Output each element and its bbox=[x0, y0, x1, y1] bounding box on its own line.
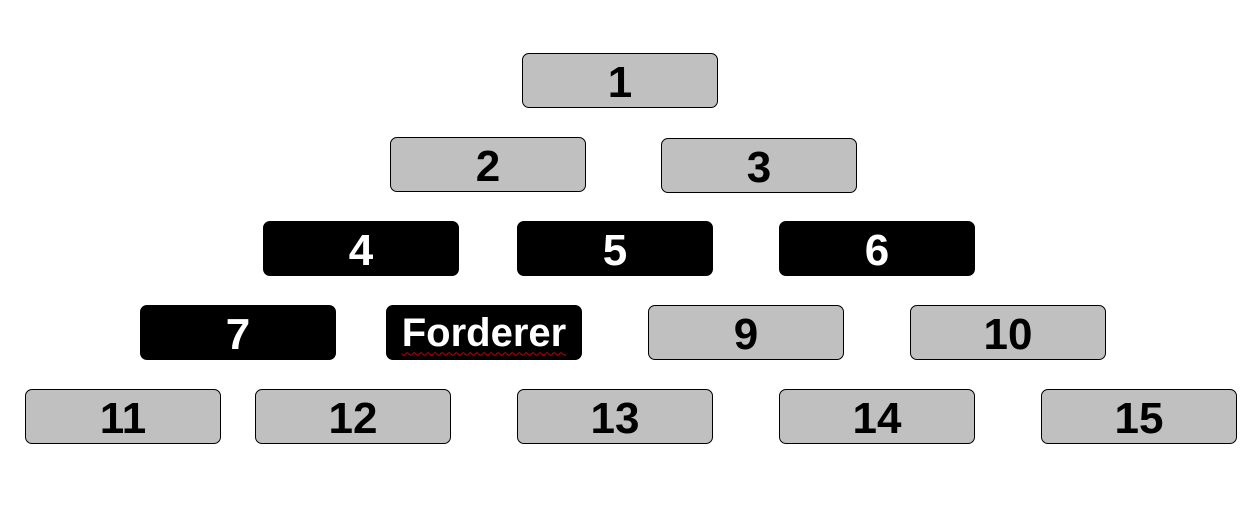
box-13: 13 bbox=[517, 389, 713, 444]
box-3-label: 3 bbox=[746, 142, 772, 192]
box-7: 7 bbox=[140, 305, 336, 360]
box-6: 6 bbox=[779, 221, 975, 276]
box-1-label: 1 bbox=[607, 57, 633, 107]
box-7-label: 7 bbox=[225, 309, 251, 359]
box-14-label: 14 bbox=[852, 393, 902, 443]
box-12-label: 12 bbox=[328, 393, 378, 443]
box-9: 9 bbox=[648, 305, 844, 360]
box-6-label: 6 bbox=[864, 225, 890, 275]
box-9-label: 9 bbox=[733, 309, 759, 359]
box-11-label: 11 bbox=[99, 393, 147, 443]
box-2-label: 2 bbox=[475, 141, 501, 191]
box-3: 3 bbox=[661, 138, 857, 193]
box-2: 2 bbox=[390, 137, 586, 192]
box-1: 1 bbox=[522, 53, 718, 108]
box-forderer: Forderer bbox=[386, 305, 582, 360]
box-13-label: 13 bbox=[590, 393, 640, 443]
box-15: 15 bbox=[1041, 389, 1237, 444]
box-10-label: 10 bbox=[983, 309, 1033, 359]
box-15-label: 15 bbox=[1114, 393, 1164, 443]
box-4: 4 bbox=[263, 221, 459, 276]
box-12: 12 bbox=[255, 389, 451, 444]
box-5-label: 5 bbox=[602, 225, 628, 275]
box-4-label: 4 bbox=[348, 225, 374, 275]
box-5: 5 bbox=[517, 221, 713, 276]
box-10: 10 bbox=[910, 305, 1106, 360]
box-forderer-label: Forderer bbox=[401, 310, 567, 355]
box-11: 11 bbox=[25, 389, 221, 444]
box-14: 14 bbox=[779, 389, 975, 444]
